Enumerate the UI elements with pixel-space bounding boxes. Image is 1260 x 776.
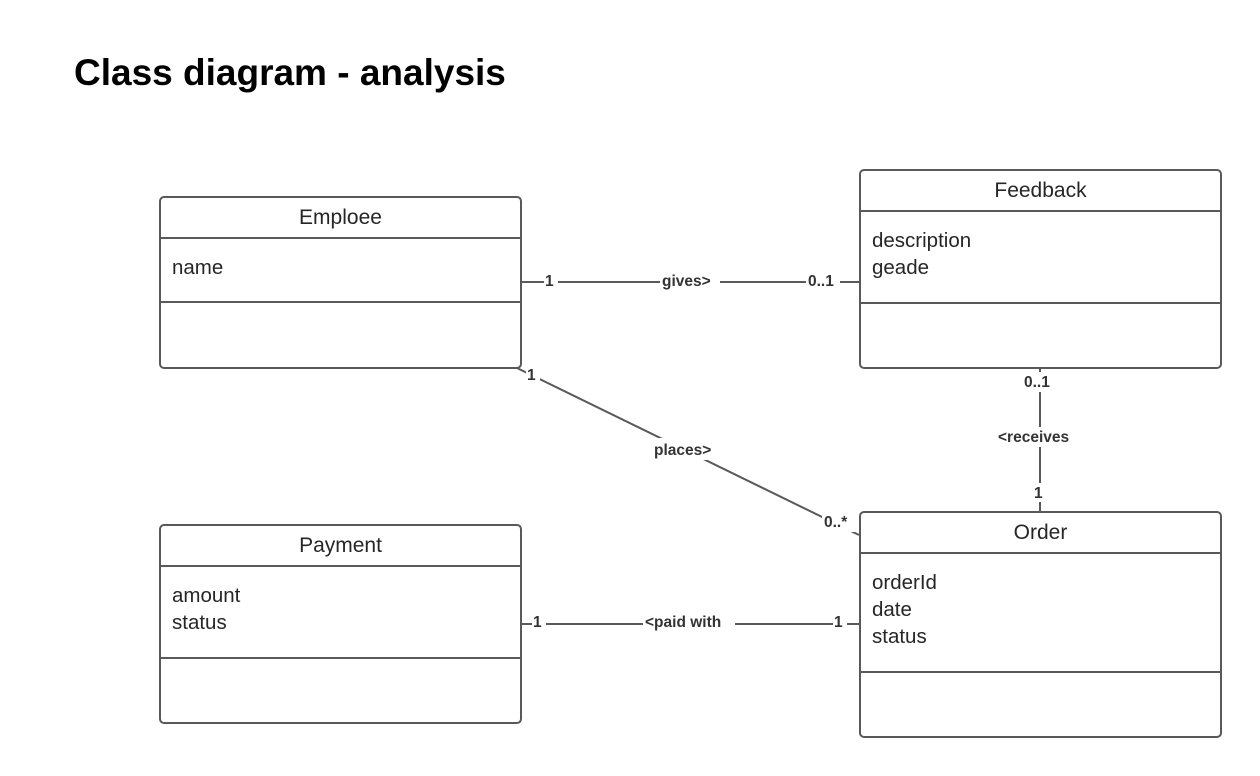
class-name-employee: Emploee xyxy=(161,198,520,239)
attribute-name: name xyxy=(172,256,224,279)
association-label-paid-with: <paid with xyxy=(645,614,721,631)
association-label-gives: gives> xyxy=(662,273,711,290)
class-box-payment[interactable]: Payment amount status xyxy=(159,524,522,724)
attribute-date: date xyxy=(872,598,912,621)
class-box-employee[interactable]: Emploee name xyxy=(159,196,522,369)
multiplicity-employee-gives: 1 xyxy=(545,273,554,290)
association-label-places: places> xyxy=(654,442,711,459)
diagram-title: Class diagram - analysis xyxy=(74,52,506,93)
multiplicity-order-places: 0..* xyxy=(824,514,848,531)
multiplicity-feedback-gives: 0..1 xyxy=(808,273,834,290)
attribute-description: description xyxy=(872,229,972,252)
attribute-order-id: orderId xyxy=(872,571,937,594)
class-attributes-payment: amount status xyxy=(161,567,520,659)
multiplicity-order-paid-with: 1 xyxy=(834,614,843,631)
association-gives: 1 gives> 0..1 xyxy=(521,272,859,292)
class-name-feedback: Feedback xyxy=(861,171,1220,212)
attribute-status: status xyxy=(172,611,227,634)
multiplicity-feedback-receives: 0..1 xyxy=(1024,374,1050,391)
multiplicity-payment-paid-with: 1 xyxy=(533,614,542,631)
association-paid-with: 1 <paid with 1 xyxy=(521,614,859,634)
attribute-amount: amount xyxy=(172,584,241,607)
class-box-feedback[interactable]: Feedback description geade xyxy=(859,169,1222,369)
class-name-payment: Payment xyxy=(161,526,520,567)
class-attributes-order: orderId date status xyxy=(861,554,1220,673)
class-box-order[interactable]: Order orderId date status xyxy=(859,511,1222,738)
association-label-receives: <receives xyxy=(998,429,1069,446)
association-receives: 0..1 <receives 1 xyxy=(996,369,1082,512)
class-attributes-feedback: description geade xyxy=(861,212,1220,304)
attribute-geade: geade xyxy=(872,256,930,279)
multiplicity-employee-places: 1 xyxy=(527,367,536,384)
class-attributes-employee: name xyxy=(161,239,520,303)
attribute-status: status xyxy=(872,625,927,648)
association-places: places> 1 0..* xyxy=(516,366,860,536)
class-name-order: Order xyxy=(861,513,1220,554)
multiplicity-order-receives: 1 xyxy=(1034,485,1043,502)
